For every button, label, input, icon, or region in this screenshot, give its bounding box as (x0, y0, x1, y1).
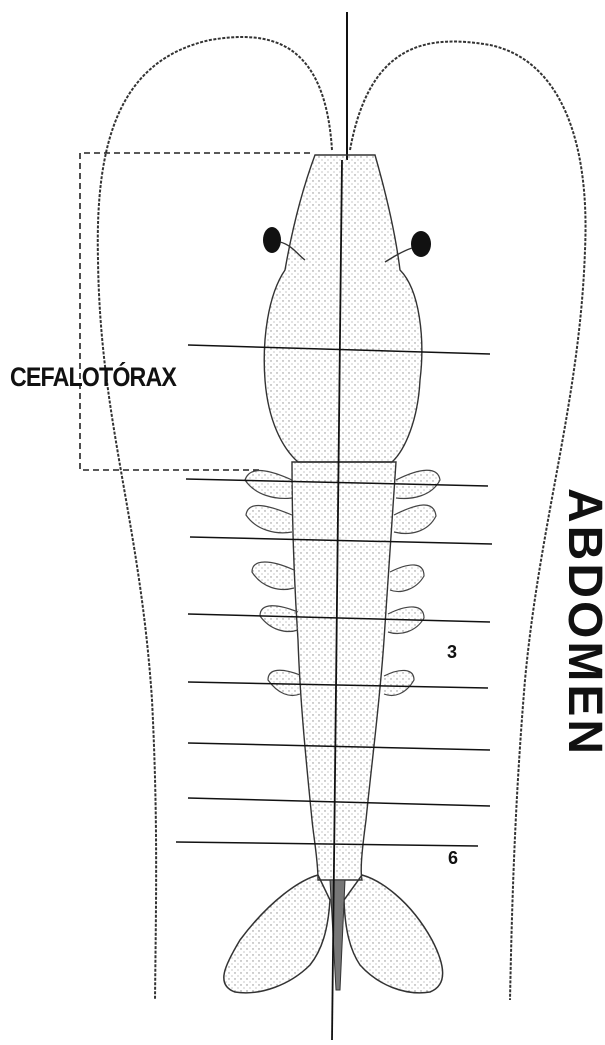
pleopod-right-3 (390, 565, 424, 592)
tail-fan-left (224, 875, 330, 993)
cephalothorax-label: CEFALOTÓRAX (10, 362, 176, 393)
pleopod-left-4 (260, 606, 298, 632)
right-eye (411, 231, 431, 257)
pleopod-left-3 (252, 562, 294, 589)
abdomen-label: ABDOMEN (560, 488, 605, 757)
pleopod-right-5 (384, 670, 414, 695)
segment-number-3: 3 (447, 642, 457, 663)
segment-number-6: 6 (448, 848, 458, 869)
abdomen-body (292, 462, 396, 880)
left-eye (263, 227, 281, 253)
pleopod-left-2 (246, 506, 292, 533)
pleopod-left-5 (268, 670, 300, 695)
carapace (264, 155, 422, 462)
pleopod-left-1 (245, 471, 292, 499)
tail-fan-right (344, 875, 443, 993)
pleopod-right-2 (394, 505, 436, 533)
